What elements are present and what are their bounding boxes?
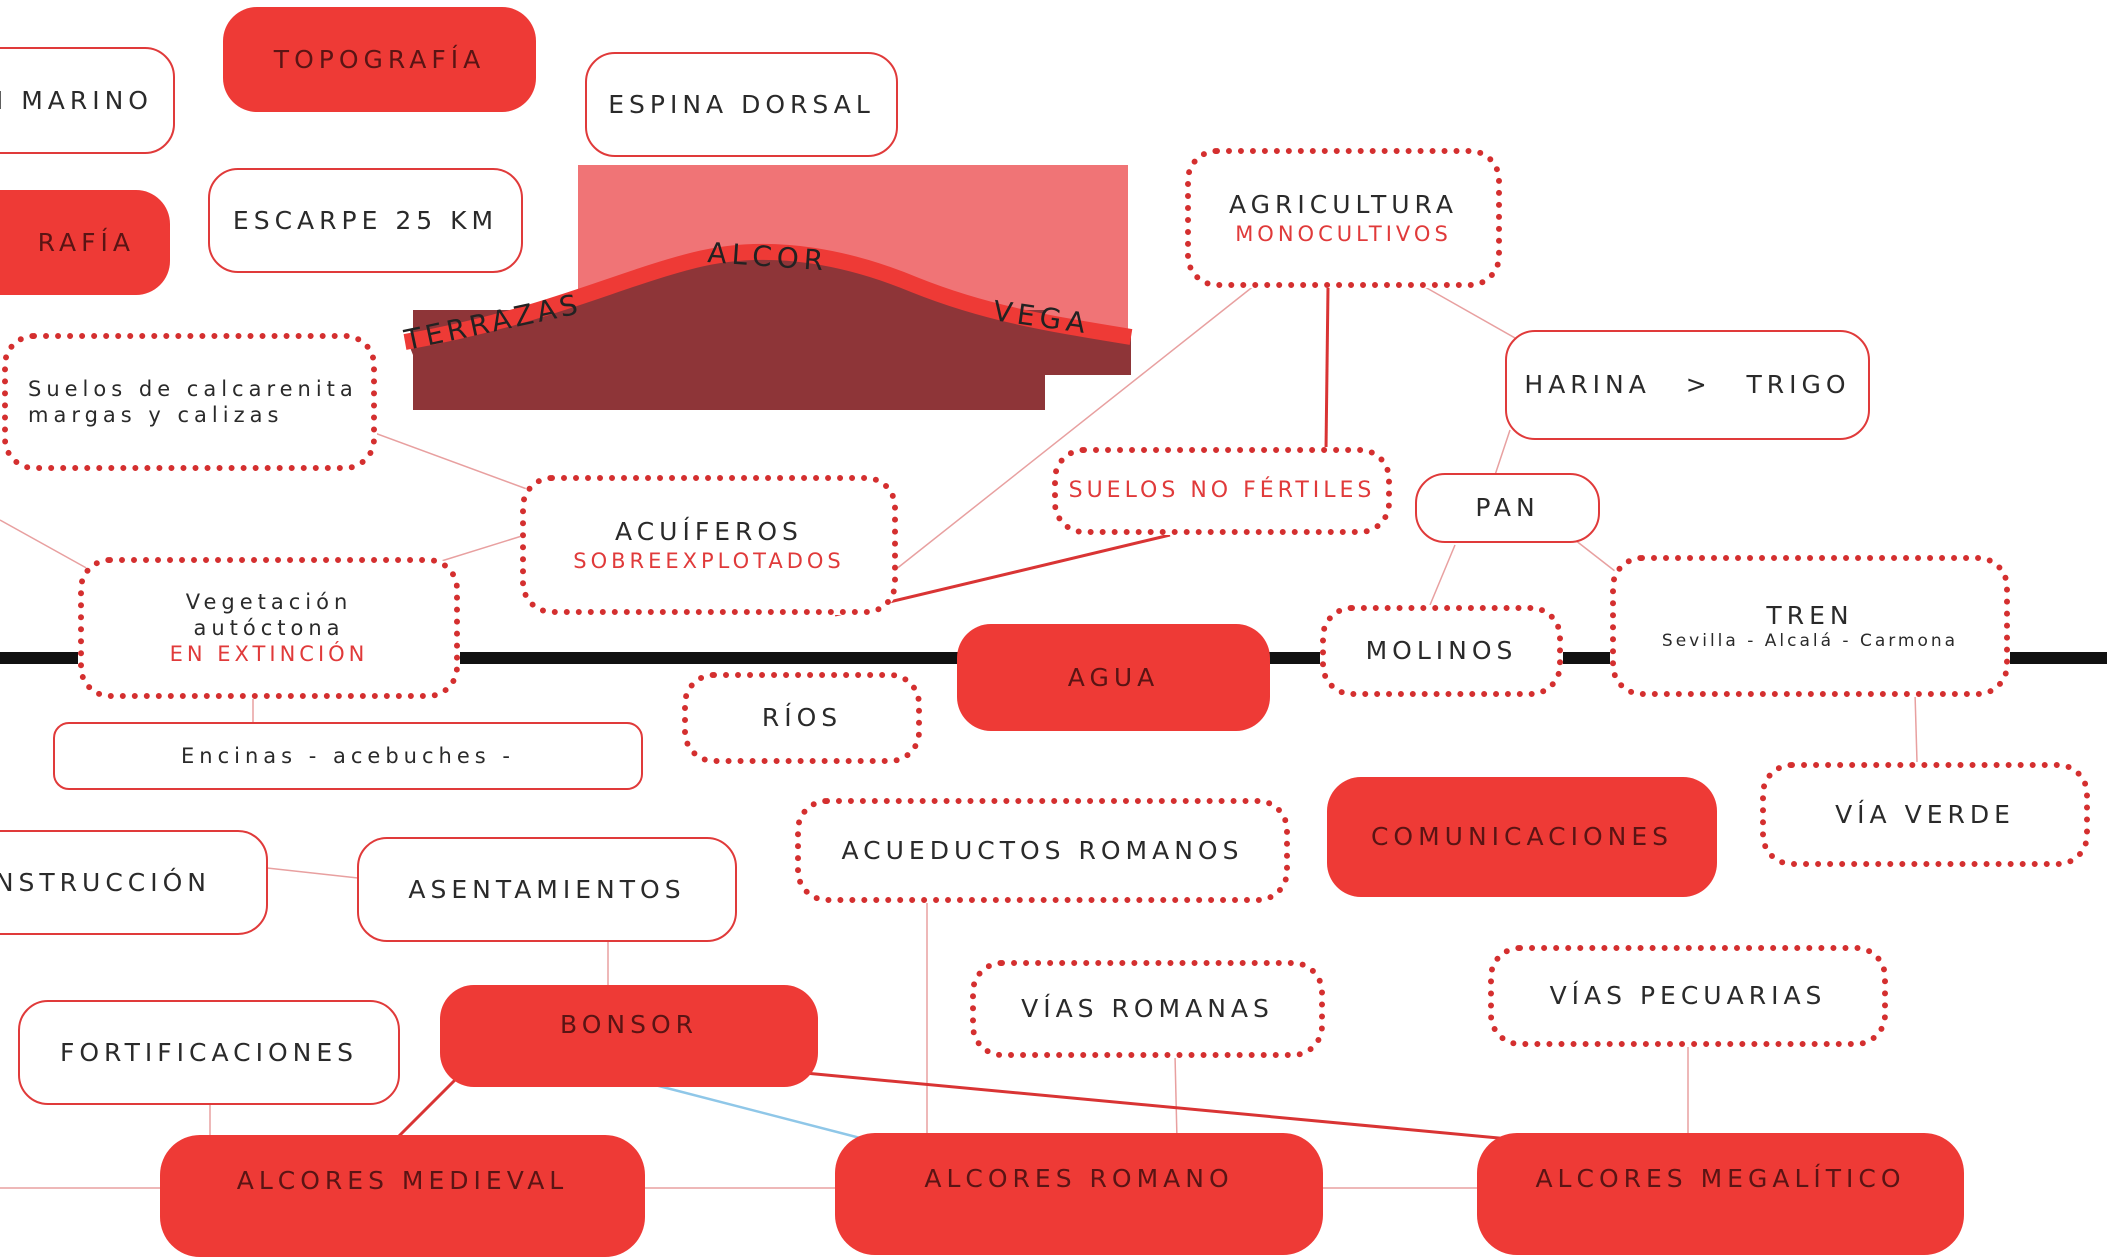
node-acueductos[interactable]: ACUEDUCTOS ROMANOS	[795, 798, 1290, 903]
node-asentamientos[interactable]: ASENTAMIENTOS	[357, 837, 737, 942]
node-label: NSTRUCCIÓN	[0, 867, 211, 897]
node-label: ALCORES ROMANO	[924, 1164, 1234, 1193]
node-label: RÍOS	[761, 703, 843, 733]
node-suelos-no-fertiles[interactable]: SUELOS NO FÉRTILES	[1052, 447, 1392, 535]
node-alcores-romano[interactable]: ALCORES ROMANO	[835, 1133, 1323, 1255]
node-vias-pecuarias[interactable]: VÍAS PECUARIAS	[1488, 945, 1888, 1047]
node-label: BONSOR	[559, 1010, 698, 1039]
node-tren[interactable]: TREN Sevilla - Alcalá - Carmona	[1610, 555, 2010, 697]
node-label: ACUEDUCTOS ROMANOS	[841, 835, 1244, 865]
node-label: VÍAS PECUARIAS	[1549, 981, 1827, 1011]
node-vegetacion[interactable]: Vegetación autóctona EN EXTINCIÓN	[78, 557, 460, 699]
node-bonsor[interactable]: BONSOR	[440, 985, 818, 1087]
node-agricultura[interactable]: AGRICULTURA MONOCULTIVOS	[1185, 148, 1502, 288]
node-pan[interactable]: PAN	[1415, 473, 1600, 543]
node-label: Encinas - acebuches -	[181, 743, 515, 768]
node-label-harina: HARINA	[1524, 370, 1651, 400]
node-comunicaciones[interactable]: COMUNICACIONES	[1327, 777, 1717, 897]
node-molinos[interactable]: MOLINOS	[1320, 605, 1563, 697]
node-label: ACUÍFEROS	[615, 517, 803, 547]
node-label: ALCORES MEGALÍTICO	[1535, 1164, 1906, 1193]
node-label-trigo: TRIGO	[1746, 370, 1851, 400]
node-label: ASENTAMIENTOS	[408, 874, 686, 904]
thin-connectors	[0, 284, 1918, 1189]
node-label: ESCARPE 25 KM	[232, 205, 499, 235]
profile-hill	[405, 246, 1131, 410]
node-sublabel: SOBREEXPLOTADOS	[573, 548, 845, 573]
node-construccion[interactable]: NSTRUCCIÓN	[0, 830, 268, 935]
node-label: ESPINA DORSAL	[608, 89, 875, 119]
node-label-gt: >	[1685, 370, 1712, 400]
node-alcores-medieval[interactable]: ALCORES MEDIEVAL	[160, 1135, 645, 1257]
node-label: AGRICULTURA	[1228, 190, 1459, 220]
node-label: TOPOGRAFÍA	[273, 44, 486, 74]
node-rios[interactable]: RÍOS	[682, 672, 922, 764]
node-label: RAFÍA	[37, 227, 135, 257]
node-label-line1: Suelos de calcarenita	[28, 376, 358, 401]
profile-ridge-line	[403, 243, 1133, 350]
node-alcores-megalitico[interactable]: ALCORES MEGALÍTICO	[1477, 1133, 1964, 1255]
node-sublabel: MONOCULTIVOS	[1235, 221, 1452, 246]
node-label-line2: margas y calizas	[28, 403, 284, 427]
node-label: MOLINOS	[1365, 636, 1518, 666]
node-espina-dorsal[interactable]: ESPINA DORSAL	[585, 52, 898, 157]
node-label: N MARINO	[0, 85, 153, 115]
node-sublabel: Sevilla - Alcalá - Carmona	[1661, 631, 1959, 651]
node-topografia[interactable]: TOPOGRAFÍA	[223, 7, 536, 112]
terrain-profile: TERRAZAS ALCOR VEGA	[401, 165, 1133, 410]
node-label: TREN	[1766, 600, 1854, 630]
node-via-verde[interactable]: VÍA VERDE	[1760, 762, 2090, 867]
node-label: AGUA	[1067, 662, 1160, 692]
node-harina-trigo[interactable]: HARINA > TRIGO	[1505, 330, 1870, 440]
node-topografia-left[interactable]: RAFÍA	[0, 190, 170, 295]
node-agua[interactable]: AGUA	[957, 624, 1270, 731]
node-label: ALCORES MEDIEVAL	[236, 1166, 569, 1195]
node-label: SUELOS NO FÉRTILES	[1068, 478, 1376, 504]
node-label: FORTIFICACIONES	[60, 1037, 358, 1067]
node-label: PAN	[1475, 493, 1540, 523]
node-label: COMUNICACIONES	[1370, 822, 1674, 852]
node-marino[interactable]: N MARINO	[0, 47, 175, 154]
node-acuiferos[interactable]: ACUÍFEROS SOBREEXPLOTADOS	[520, 475, 898, 615]
node-suelos-calcarenita[interactable]: Suelos de calcarenita margas y calizas	[2, 333, 377, 471]
node-encinas[interactable]: Encinas - acebuches -	[53, 722, 643, 790]
node-label-line2: autóctona	[193, 615, 345, 640]
node-vias-romanas[interactable]: VÍAS ROMANAS	[970, 960, 1325, 1058]
node-escarpe[interactable]: ESCARPE 25 KM	[208, 168, 523, 273]
node-label: VÍAS ROMANAS	[1021, 994, 1274, 1024]
node-fortificaciones[interactable]: FORTIFICACIONES	[18, 1000, 400, 1105]
node-sublabel: EN EXTINCIÓN	[169, 642, 369, 667]
blue-connector	[654, 1083, 869, 1142]
node-label-line1: Vegetación	[185, 589, 353, 614]
node-label: VÍA VERDE	[1835, 799, 2015, 829]
